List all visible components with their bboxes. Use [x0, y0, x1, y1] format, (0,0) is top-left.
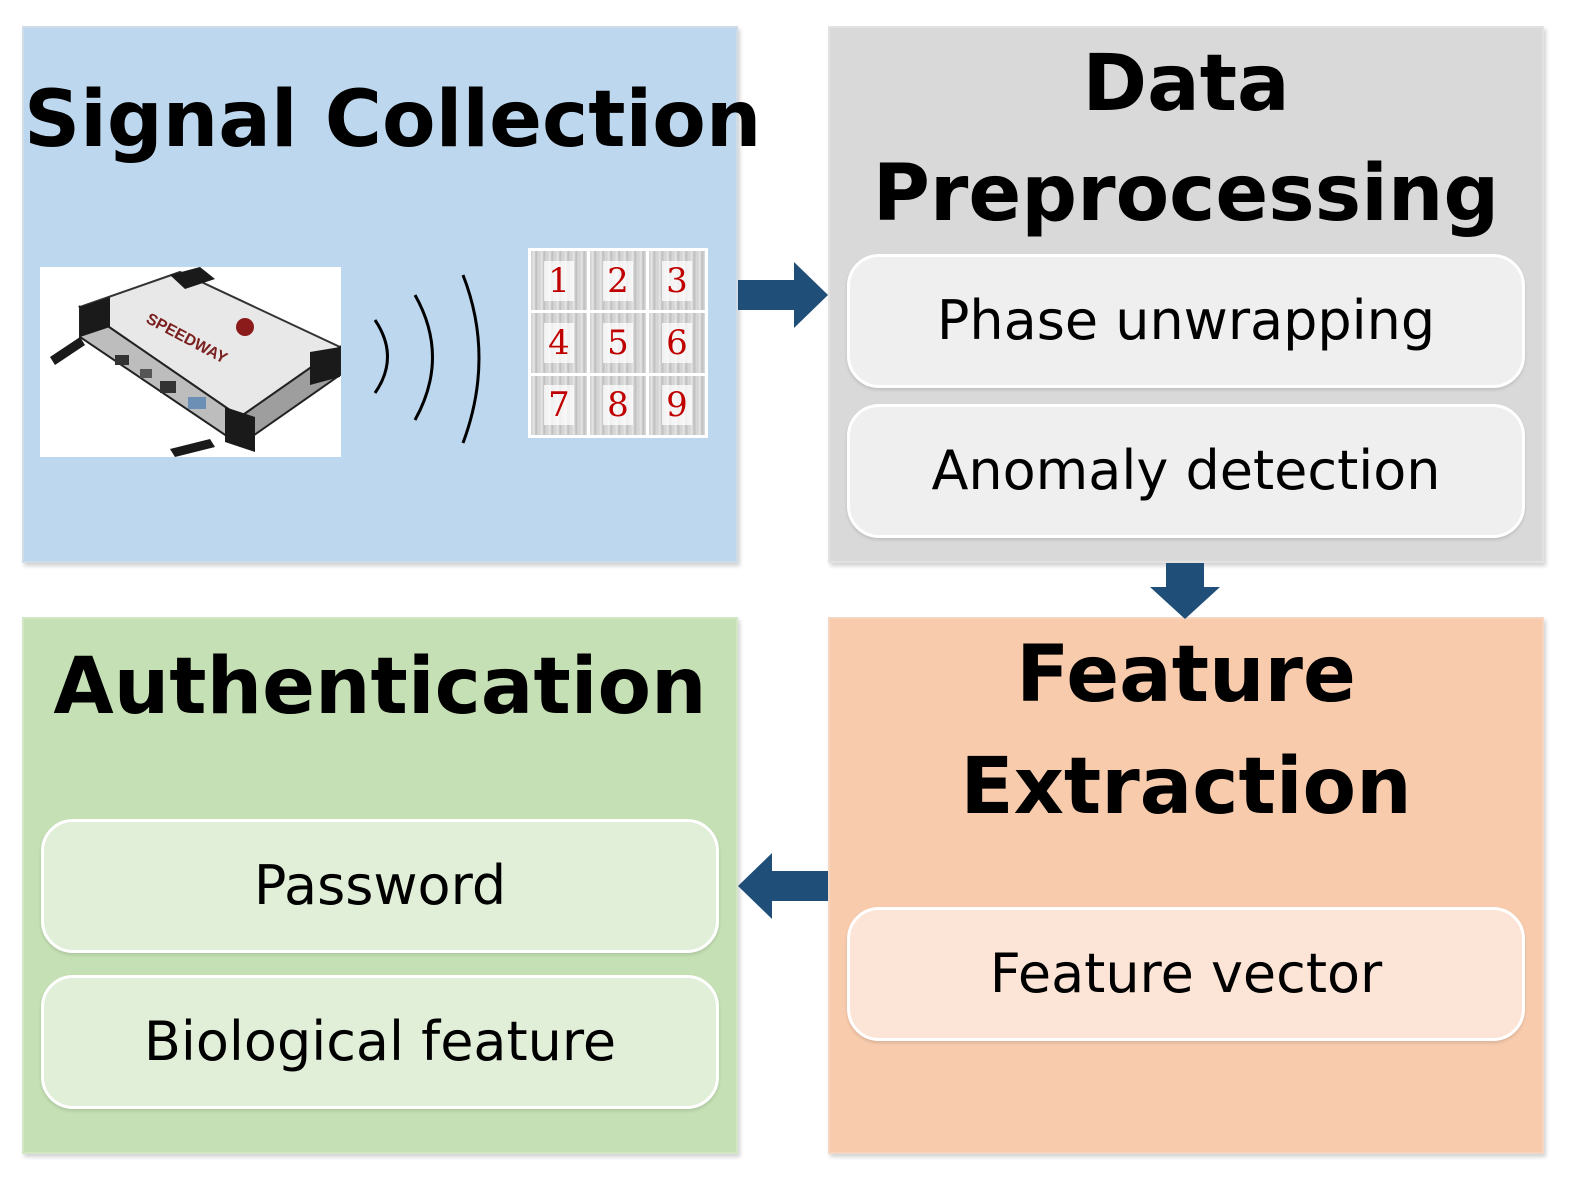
- arrow-right-icon: [738, 262, 828, 328]
- rfid-tag: 1: [531, 251, 587, 311]
- rfid-reader-image: SPEEDWAY: [40, 267, 342, 457]
- rfid-tag: 5: [590, 313, 646, 373]
- data-preprocessing-title-line2: Preprocessing: [872, 149, 1500, 239]
- rfid-reader-icon: SPEEDWAY: [50, 267, 342, 457]
- tag-number: 6: [662, 322, 692, 363]
- rfid-tag-array: 1 2 3 4 5 6 7 8 9: [528, 248, 708, 438]
- tag-number: 2: [603, 260, 633, 301]
- tag-number: 3: [662, 260, 692, 301]
- tag-number: 1: [544, 260, 574, 301]
- tag-number: 4: [544, 322, 574, 363]
- arrow-left-icon: [738, 853, 828, 919]
- biological-feature-box: Biological feature: [41, 975, 719, 1109]
- rfid-tag: 4: [531, 313, 587, 373]
- rfid-tag: 6: [649, 313, 705, 373]
- tag-number: 8: [603, 385, 633, 426]
- anomaly-detection-box: Anomaly detection: [847, 404, 1525, 538]
- tag-number: 7: [544, 385, 574, 426]
- authentication-title: Authentication: [53, 642, 707, 732]
- rfid-tag: 2: [590, 251, 646, 311]
- feature-extraction-panel: Feature Extraction Feature vector: [828, 617, 1544, 1154]
- arrow-down-icon: [1150, 563, 1220, 619]
- phase-unwrapping-box: Phase unwrapping: [847, 254, 1525, 388]
- feature-extraction-title-line2: Extraction: [960, 742, 1412, 832]
- data-preprocessing-title-line1: Data: [1082, 39, 1290, 129]
- tag-number: 5: [603, 322, 633, 363]
- feature-vector-box: Feature vector: [847, 907, 1525, 1041]
- rfid-tag: 7: [531, 375, 587, 435]
- password-box: Password: [41, 819, 719, 953]
- rfid-tag: 3: [649, 251, 705, 311]
- signal-waves-icon: [373, 274, 481, 444]
- rfid-tag: 9: [649, 375, 705, 435]
- authentication-panel: Authentication Password Biological featu…: [22, 617, 738, 1154]
- signal-collection-title: Signal Collection: [24, 75, 762, 165]
- feature-extraction-title-line1: Feature: [1016, 630, 1356, 720]
- rfid-tag: 8: [590, 375, 646, 435]
- data-preprocessing-panel: Data Preprocessing Phase unwrapping Anom…: [828, 26, 1544, 563]
- tag-number: 9: [662, 385, 692, 426]
